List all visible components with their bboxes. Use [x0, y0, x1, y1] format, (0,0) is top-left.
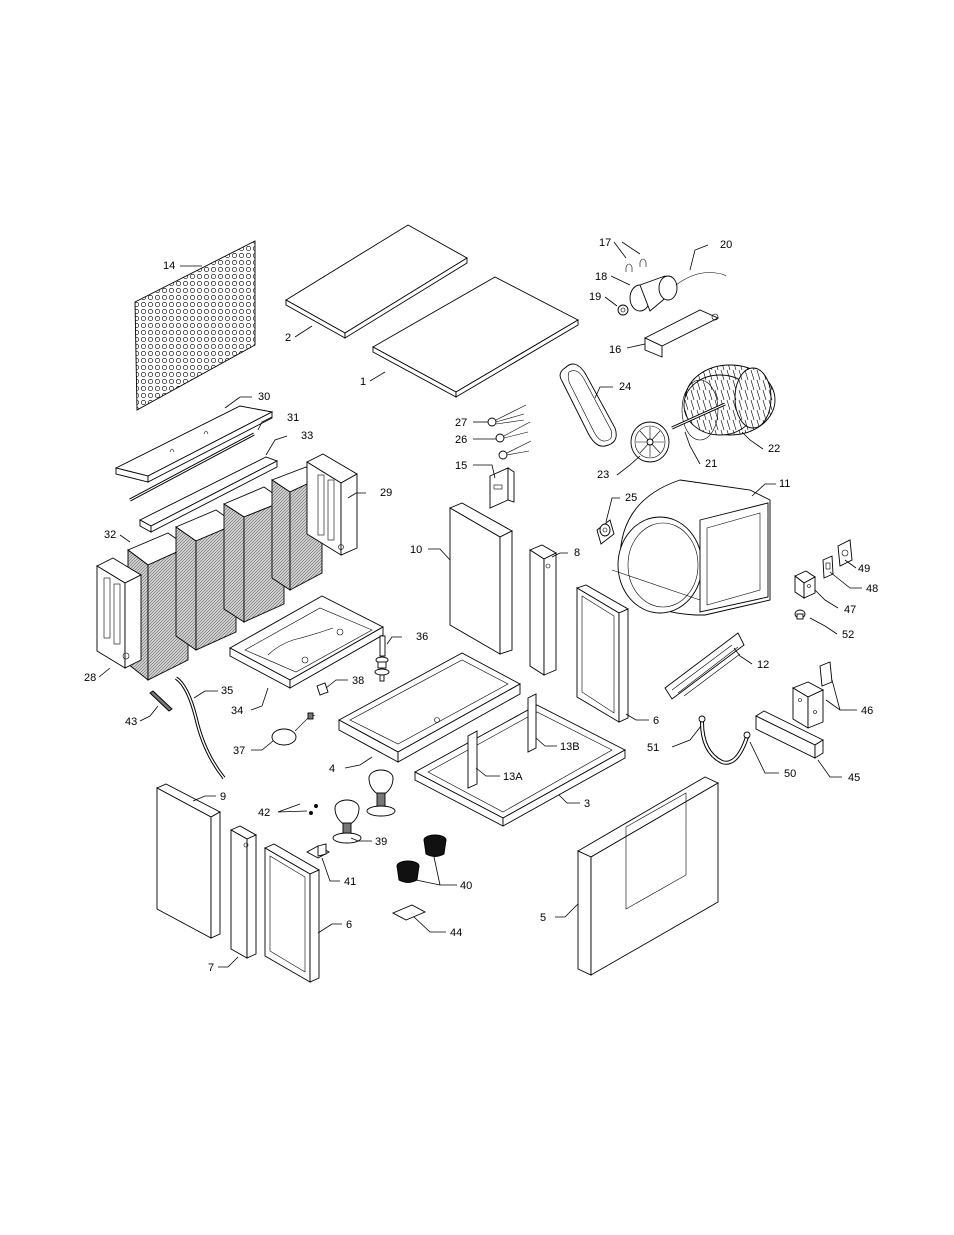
callout-30: 30	[258, 391, 270, 403]
callout-44: 44	[450, 927, 462, 939]
callout-9: 9	[220, 791, 226, 803]
callout-40: 40	[460, 880, 472, 892]
drive-belt	[560, 364, 616, 446]
callout-1: 1	[360, 376, 366, 388]
blower-pulley	[631, 422, 669, 462]
terminal-connectors	[488, 405, 531, 459]
callout-41: 41	[344, 876, 356, 888]
callout-2: 2	[285, 332, 291, 344]
callout-10: 10	[410, 544, 422, 556]
water-hose	[699, 716, 750, 763]
rubber-feet	[397, 835, 446, 883]
shaft-bearing	[597, 520, 614, 544]
control-box	[793, 662, 832, 728]
callout-48: 48	[866, 583, 878, 595]
callout-35: 35	[221, 685, 233, 697]
callout-39: 39	[375, 836, 387, 848]
callout-26: 26	[455, 434, 467, 446]
filter-panel-upper	[577, 585, 628, 722]
discharge-damper	[665, 633, 744, 699]
callout-20: 20	[720, 239, 732, 251]
callout-34: 34	[231, 705, 243, 717]
screws	[310, 805, 318, 815]
callout-16: 16	[609, 344, 621, 356]
callout-24: 24	[619, 381, 631, 393]
callout-27: 27	[455, 417, 467, 429]
callout-6-lower: 6	[346, 919, 352, 931]
switch-bracket	[490, 468, 514, 508]
filter-panel-lower	[265, 844, 319, 982]
side-panel-left	[157, 784, 220, 938]
power-cord-plug	[272, 713, 315, 745]
callout-25: 25	[625, 492, 637, 504]
knob	[795, 610, 805, 619]
drain-clip	[317, 683, 328, 695]
corner-post	[530, 545, 556, 675]
callout-13A: 13A	[503, 771, 523, 783]
side-frame-left	[97, 558, 141, 668]
callout-50: 50	[784, 768, 796, 780]
motor-pulley-small	[618, 305, 628, 315]
callout-14: 14	[163, 260, 175, 272]
frame-post-13A	[468, 731, 477, 788]
water-pumps	[333, 770, 395, 843]
motor	[630, 273, 726, 312]
toggle-switch	[823, 556, 833, 578]
callout-8: 8	[574, 547, 580, 559]
callout-43: 43	[125, 716, 137, 728]
callout-15: 15	[455, 460, 467, 472]
callout-19: 19	[589, 291, 601, 303]
corner-post-front	[231, 826, 256, 958]
seal-strip	[150, 691, 172, 711]
blower-wheel	[682, 365, 775, 440]
callout-47: 47	[844, 604, 856, 616]
callout-11: 11	[779, 478, 790, 490]
cover-plate	[838, 540, 852, 566]
drain-tube	[176, 678, 224, 778]
callout-38: 38	[352, 675, 364, 687]
callout-13B: 13B	[560, 741, 580, 753]
callout-45: 45	[848, 772, 860, 784]
callout-51: 51	[647, 742, 659, 754]
callout-5: 5	[540, 912, 546, 924]
callout-32: 32	[104, 529, 116, 541]
callout-33: 33	[301, 430, 313, 442]
pump-bracket	[307, 844, 329, 858]
callout-22: 22	[768, 443, 780, 455]
float-valve	[375, 636, 389, 681]
callout-52: 52	[842, 629, 854, 641]
callout-31: 31	[287, 412, 299, 424]
switch-box	[795, 571, 815, 598]
callout-12: 12	[757, 659, 769, 671]
callout-46: 46	[861, 705, 873, 717]
callout-7: 7	[208, 962, 214, 974]
callout-18: 18	[595, 271, 607, 283]
callout-37: 37	[233, 745, 245, 757]
callout-49: 49	[858, 563, 870, 575]
callout-4: 4	[329, 763, 335, 775]
callout-36: 36	[416, 631, 428, 643]
callout-6-upper: 6	[653, 715, 659, 727]
callout-29: 29	[380, 487, 392, 499]
shim-plate	[393, 905, 425, 920]
frame-post-13B	[528, 694, 536, 752]
motor-clips	[626, 259, 646, 272]
motor-mount-bracket	[645, 310, 718, 357]
partition-panel	[450, 503, 512, 654]
callout-21: 21	[705, 458, 717, 470]
front-panel	[578, 777, 718, 975]
callout-42: 42	[258, 807, 270, 819]
callout-3: 3	[584, 798, 590, 810]
callout-28: 28	[84, 672, 96, 684]
callout-17: 17	[599, 237, 611, 249]
callout-23: 23	[597, 469, 609, 481]
